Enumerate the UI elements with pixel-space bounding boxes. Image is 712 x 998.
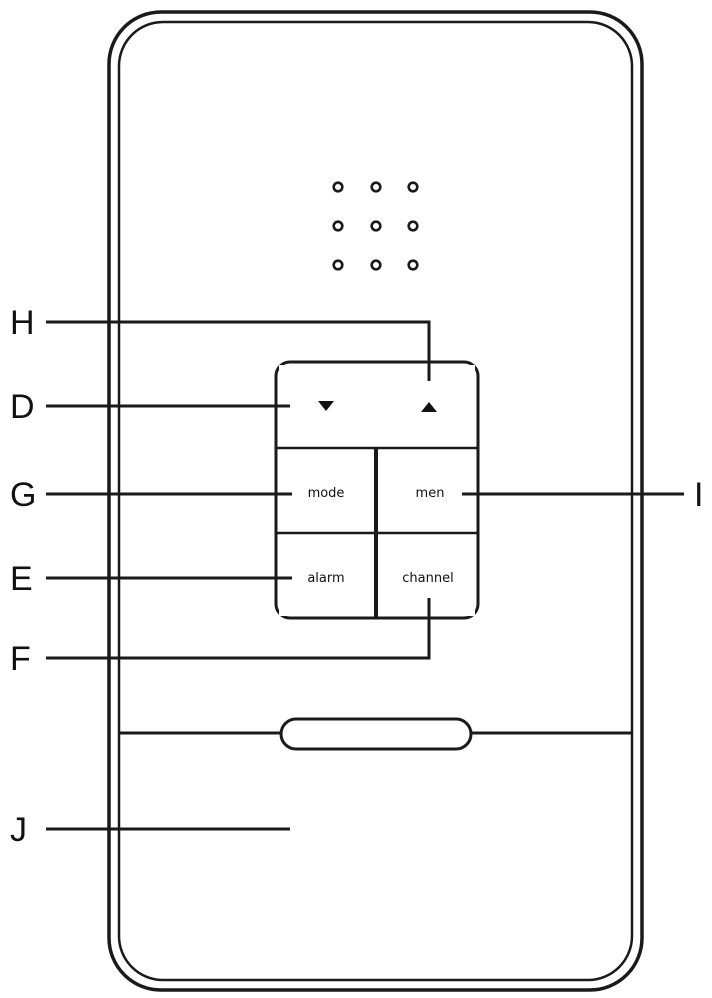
callout-e: E — [10, 560, 33, 598]
speaker-hole — [332, 220, 344, 232]
speaker-hole — [332, 259, 344, 271]
callout-h: H — [10, 304, 35, 342]
alarm-button[interactable]: alarm — [279, 536, 374, 616]
speaker-hole — [370, 259, 382, 271]
leader-line-f — [46, 598, 431, 660]
callout-i: I — [694, 476, 703, 514]
channel-button[interactable]: channel — [379, 536, 475, 616]
leader-lines — [46, 320, 684, 831]
callout-g: G — [10, 476, 36, 514]
speaker-hole — [332, 181, 344, 193]
channel-button-area[interactable] — [379, 536, 475, 616]
battery-cover — [119, 717, 632, 751]
channel-button-label: channel — [402, 571, 453, 586]
triangle-down-icon — [318, 401, 334, 411]
device-outer-outline — [107, 10, 644, 992]
mem-button-area[interactable] — [379, 451, 475, 531]
speaker-hole — [407, 181, 419, 193]
speaker-hole — [370, 220, 382, 232]
callout-d: D — [10, 388, 35, 426]
callout-f: F — [10, 640, 31, 678]
alarm-button-area[interactable] — [279, 536, 374, 616]
triangle-up-icon — [421, 402, 437, 412]
speaker-hole — [407, 259, 419, 271]
callout-j: J — [10, 811, 27, 849]
up-button-area[interactable] — [377, 365, 475, 446]
cover-latch-slot[interactable] — [279, 717, 473, 751]
speaker-hole — [370, 181, 382, 193]
device-body — [107, 10, 644, 992]
keypad: mode men alarm channel — [274, 360, 480, 620]
mem-button[interactable]: men — [379, 451, 475, 531]
down-button[interactable] — [279, 365, 375, 446]
up-button[interactable] — [377, 365, 475, 446]
speaker-hole — [407, 220, 419, 232]
mode-button-area[interactable] — [279, 451, 374, 531]
callout-labels: H D G E F I J — [10, 304, 703, 849]
alarm-button-label: alarm — [307, 571, 344, 586]
mem-button-label: men — [416, 486, 445, 501]
mode-button-label: mode — [308, 486, 345, 501]
mode-button[interactable]: mode — [279, 451, 374, 531]
device-inner-outline — [117, 20, 634, 982]
speaker-grille — [332, 181, 419, 271]
leader-line-h — [46, 320, 431, 381]
